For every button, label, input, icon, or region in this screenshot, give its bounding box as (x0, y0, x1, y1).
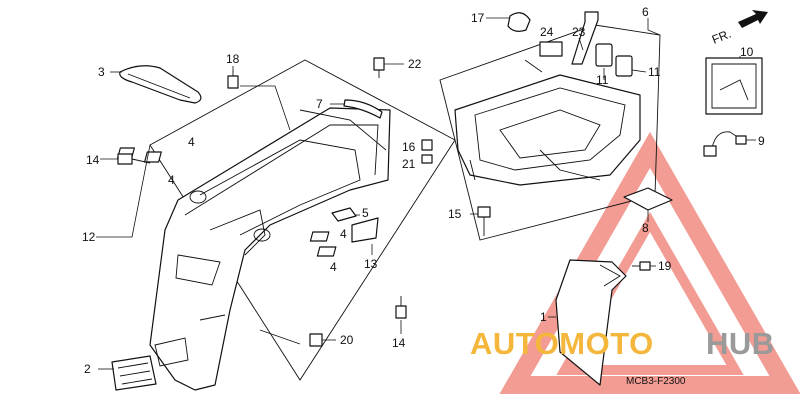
bolt-18 (227, 70, 239, 89)
strip-7 (343, 99, 383, 119)
callout-14a: 14 (86, 153, 100, 167)
callout-3: 3 (98, 65, 105, 79)
clip-11-a (595, 43, 613, 67)
block-24 (539, 41, 563, 57)
leader-lines (96, 17, 756, 370)
callout-1: 1 (540, 310, 547, 324)
callout-24: 24 (540, 25, 554, 39)
callout-10: 10 (740, 45, 754, 59)
callout-4d: 4 (330, 260, 337, 274)
callout-14b: 14 (392, 336, 406, 350)
reflector (111, 355, 157, 391)
watermark-text: AUTOMOTO HUB (470, 326, 775, 361)
strap-9 (703, 131, 747, 157)
tool-tray (454, 74, 641, 186)
bolt-15 (477, 206, 491, 236)
sticker-8 (623, 187, 673, 211)
cushion-pads (117, 147, 337, 257)
right-assembly-frame (439, 24, 661, 241)
callout-4b: 4 (168, 173, 175, 187)
callout-7: 7 (316, 97, 323, 111)
callout-4a: 4 (188, 135, 195, 149)
callout-6: 6 (642, 5, 649, 19)
watermark-part1: AUTOMOTO (470, 326, 654, 361)
callout-20: 20 (340, 333, 354, 347)
callout-labels: 1 2 3 4 4 4 4 5 6 7 8 9 10 11 11 12 13 1… (82, 5, 765, 376)
watermark-part2: HUB (706, 326, 775, 361)
plate-13 (351, 217, 379, 243)
callout-11b: 11 (648, 65, 661, 79)
front-direction-indicator: FR. (710, 10, 768, 47)
clip-11-b (615, 55, 633, 77)
callout-19: 19 (658, 259, 672, 273)
nut-21 (421, 154, 433, 164)
mud-flap (555, 259, 627, 386)
callout-5: 5 (362, 206, 369, 220)
callout-12: 12 (82, 230, 96, 244)
bolt-22 (373, 57, 385, 78)
callout-17: 17 (471, 11, 485, 25)
callout-4c: 4 (340, 227, 347, 241)
callout-15: 15 (448, 207, 462, 221)
hose-23 (571, 11, 599, 65)
seal-strip (119, 65, 202, 104)
callout-16: 16 (402, 140, 416, 154)
callout-13: 13 (364, 257, 378, 271)
callout-9: 9 (758, 134, 765, 148)
band-17 (507, 12, 531, 32)
front-direction-label: FR. (710, 27, 733, 47)
callout-22: 22 (408, 57, 422, 71)
rear-fender (149, 107, 391, 391)
callout-21: 21 (402, 157, 416, 171)
grommet-16 (421, 139, 433, 151)
diagram-code: MCB3-F2300 (626, 376, 686, 387)
callout-23: 23 (572, 25, 586, 39)
bolt-19 (632, 261, 651, 271)
owners-manual (705, 57, 763, 115)
bolt-14-bottom (395, 296, 407, 319)
pad-5 (331, 207, 357, 222)
callout-8: 8 (642, 221, 649, 235)
callout-11a: 11 (596, 73, 609, 87)
callout-2: 2 (84, 362, 91, 376)
nut-20 (309, 333, 323, 347)
callout-18: 18 (226, 52, 240, 66)
